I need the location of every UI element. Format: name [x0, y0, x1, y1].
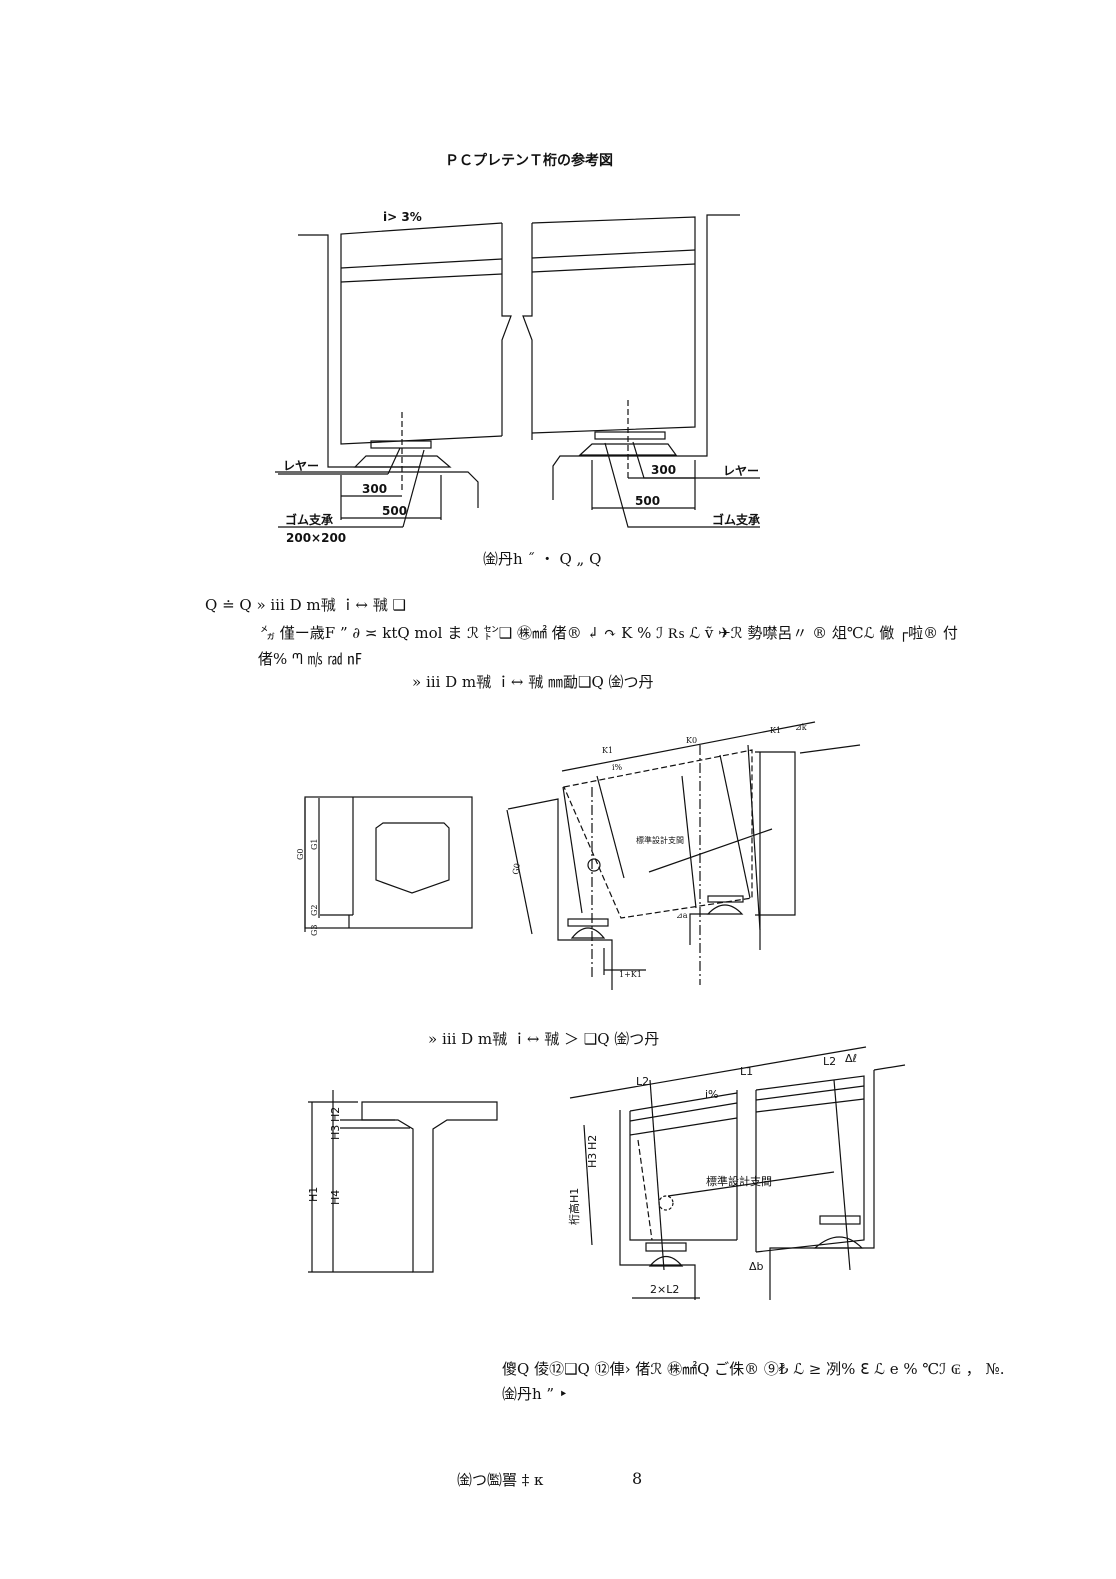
right-layer-label: レヤー: [723, 464, 759, 478]
h1-label: H1: [307, 1187, 320, 1202]
right-abutment: [670, 214, 740, 457]
footer-page-label: ㈮つ㈼嘼 ‡ κ: [457, 1471, 544, 1489]
slope-label: i%: [705, 1088, 719, 1101]
left-bearing-plate: [370, 440, 432, 449]
l1-label: L1: [740, 1065, 753, 1078]
right-girder: [531, 216, 696, 434]
figure2-caption: » ⅲ Ⅾ m㍻ ｉ↔ ㍻ ㎜勔❑Q ㈮つ丹: [412, 673, 654, 691]
left-dim-500: 500: [382, 504, 407, 518]
left-dim-300: 300: [362, 482, 387, 496]
left-girder: [340, 222, 503, 445]
figure1-drawing: i> 3% レヤー 300 500 ゴム支承 200×200 300 500 レ…: [275, 210, 760, 545]
span-label: 標準設計支間: [636, 835, 684, 845]
g1-label: G1: [310, 839, 319, 850]
h2-skew-label: H2: [586, 1135, 599, 1150]
note-line-2: ㈮丹h ” ‣: [502, 1385, 568, 1403]
l2-right-label: L2: [823, 1055, 836, 1068]
note-line-1: 傻Q 倰⑫❑Q ⑫俥› 偖ℛ ㊑㎟Q ご侏® ⑨₺ ℒ ≥ 冽% ℇ ℒ e %…: [502, 1360, 1005, 1378]
delta-a-label: ⊿a: [676, 911, 688, 920]
paragraph-line-2: 偖% ᘉ ㎧ ㎭ ㎋: [258, 650, 363, 668]
slope-label: i%: [612, 763, 623, 772]
g0-skew-label: G0: [511, 862, 522, 875]
delta-l-label: Δℓ: [845, 1052, 857, 1065]
delta-b-label: Δb: [749, 1260, 764, 1273]
figure1-slope-label: i> 3%: [383, 210, 422, 224]
k0-label: K0: [686, 736, 697, 745]
girder-height-label: 桁高H1: [567, 1188, 581, 1225]
figure2-drawing: G0 G1 G2 G3 K1 K0 K1 ⊿k i% 標準設計支間 G0 ⊿a …: [296, 721, 861, 990]
top-dim-line: [561, 721, 816, 772]
section-heading: Q ≐ Q » ⅲ Ⅾ m㍻ ｉ↔ ㍻ ❑: [205, 596, 406, 614]
h2-label: H2: [329, 1107, 342, 1122]
figure1-caption: ㈮丹h ˝ ・ Q „ Q: [483, 550, 602, 568]
k1-left-label: K1: [602, 746, 613, 755]
left-bearing-size: 200×200: [286, 531, 346, 545]
h3-skew-label: H3: [586, 1153, 599, 1168]
left-bearing-label: ゴム支承: [285, 512, 333, 527]
void-hexagon: [375, 822, 450, 894]
k1-right-label: K1: [770, 726, 781, 735]
bottom-dim-label: 2×L2: [650, 1283, 679, 1296]
delta-k-label: ⊿k: [795, 723, 807, 732]
right-bearing-label: ゴム支承: [712, 512, 760, 527]
g3-label: G3: [310, 925, 319, 936]
figure3-caption: » ⅲ Ⅾ m㍻ ｉ↔ ㍻ ＞ ❑Q ㈮つ丹: [428, 1030, 660, 1048]
g2-label: G2: [310, 905, 319, 916]
h4-label: H4: [329, 1190, 342, 1205]
figure1-title: ＰＣプレテンＴ桁の参考図: [445, 153, 613, 169]
paragraph-line-1: ㍋ 僅ー歳F ” ∂ ≍ ktQ mol ま ℛ ㌣❑ ㊑㎟ 偖® ↲ ↷ K …: [260, 624, 958, 642]
left-layer-label: レヤー: [283, 459, 319, 473]
span-label: 標準設計支間: [706, 1174, 772, 1188]
g0-label: G0: [296, 849, 305, 860]
bottom-dim-label: 1+K1: [619, 970, 642, 979]
box-section: [304, 796, 473, 929]
right-dim-300: 300: [651, 463, 676, 477]
figure3-drawing: H1 H2 H3 H4 L2 L1 L2 Δℓ i% H2 H3 桁高H1 標準…: [307, 1046, 906, 1300]
footer-page-number: 8: [632, 1469, 643, 1488]
l2-left-label: L2: [636, 1075, 649, 1088]
h3-label: H3: [329, 1125, 342, 1140]
right-dim-500: 500: [635, 494, 660, 508]
